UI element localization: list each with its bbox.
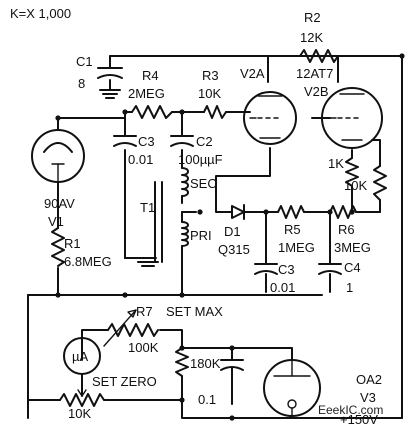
watermark: EeekIC.com bbox=[318, 403, 383, 417]
resistor-r1: R1 6.8MEG bbox=[51, 227, 112, 269]
ground-symbol-c1 bbox=[99, 89, 121, 99]
capacitor-c4: C4 1 bbox=[318, 260, 361, 295]
c3-top-value: 0.01 bbox=[128, 152, 153, 167]
r3-value: 10K bbox=[198, 86, 221, 101]
c2-value: 100µµF bbox=[178, 152, 223, 167]
r3-ref: R3 bbox=[202, 68, 219, 83]
r4-ref: R4 bbox=[142, 68, 159, 83]
supply-voltage: +150V bbox=[340, 412, 378, 427]
c2-ref: C2 bbox=[196, 134, 213, 149]
v3-type: OA2 bbox=[356, 372, 382, 387]
v1-type: 90AV bbox=[44, 196, 75, 211]
c3-bottom-ref: C3 bbox=[278, 262, 295, 277]
potentiometer-r7: R7 SET MAX 100K bbox=[103, 304, 223, 355]
r-1k-value: 1K bbox=[328, 156, 344, 171]
t1-sec-label: SEC bbox=[190, 176, 217, 191]
resistor-r5: R5 1MEG bbox=[277, 205, 315, 255]
r6-ref: R6 bbox=[338, 222, 355, 237]
t1-ref: T1 bbox=[140, 200, 155, 215]
r7-label: SET MAX bbox=[166, 304, 223, 319]
capacitor-c2: C2 100µµF bbox=[170, 134, 223, 167]
c3-bottom-value: 0.01 bbox=[270, 280, 295, 295]
r6-value: 3MEG bbox=[334, 240, 371, 255]
c3-top-ref: C3 bbox=[138, 134, 155, 149]
v2-type: 12AT7 bbox=[296, 66, 333, 81]
capacitor-0-1: 0.1 bbox=[198, 359, 244, 407]
scale-note: K=X 1,000 bbox=[10, 6, 71, 21]
d1-part: Q315 bbox=[218, 242, 250, 257]
r5-ref: R5 bbox=[284, 222, 301, 237]
resistor-1k: 1K bbox=[328, 156, 359, 187]
r-180k-value: 180K bbox=[190, 356, 221, 371]
tube-v1: 90AV V1 bbox=[31, 129, 85, 229]
r4-value: 2MEG bbox=[128, 86, 165, 101]
v3-ref: V3 bbox=[360, 390, 376, 405]
wiring bbox=[27, 55, 403, 419]
ground-symbol-t1 bbox=[124, 257, 159, 267]
c4-value: 1 bbox=[346, 280, 353, 295]
meter-symbol: µA bbox=[72, 349, 88, 364]
set-zero-label: SET ZERO bbox=[92, 374, 157, 389]
capacitor-c1: C1 8 bbox=[76, 54, 123, 91]
resistor-r3: R3 10K bbox=[198, 68, 227, 119]
t1-pri-label: PRI bbox=[190, 228, 212, 243]
v2b-ref: V2B bbox=[304, 84, 329, 99]
capacitor-c3-bottom: C3 0.01 bbox=[254, 262, 295, 295]
diode-d1: D1 Q315 bbox=[218, 204, 250, 257]
r5-value: 1MEG bbox=[278, 240, 315, 255]
r7-value: 100K bbox=[128, 340, 159, 355]
capacitor-c3-top: C3 0.01 bbox=[113, 134, 155, 167]
r1-ref: R1 bbox=[64, 236, 81, 251]
r2-ref: R2 bbox=[304, 10, 321, 25]
v1-ref: V1 bbox=[48, 214, 64, 229]
resistor-r6: R6 3MEG bbox=[329, 205, 371, 255]
potentiometer-set-zero: SET ZERO 10K bbox=[59, 374, 157, 421]
r2-value: 12K bbox=[300, 30, 323, 45]
r1-value: 6.8MEG bbox=[64, 254, 112, 269]
microammeter: µA bbox=[63, 337, 101, 375]
c4-ref: C4 bbox=[344, 260, 361, 275]
d1-ref: D1 bbox=[224, 224, 241, 239]
tube-v2: V2A 12AT7 V2B bbox=[240, 66, 383, 149]
tube-v3: OA2 V3 bbox=[263, 359, 382, 417]
resistor-180k: 180K bbox=[175, 347, 221, 377]
resistor-10k-plate: 10K bbox=[344, 165, 387, 201]
c1-value: 8 bbox=[78, 76, 85, 91]
transformer-t1: T1 SEC PRI bbox=[140, 167, 217, 263]
c-0-1-value: 0.1 bbox=[198, 392, 216, 407]
r-10k-value: 10K bbox=[344, 178, 367, 193]
r7-ref: R7 bbox=[136, 304, 153, 319]
v2a-ref: V2A bbox=[240, 66, 265, 81]
resistor-r2: R2 12K bbox=[299, 10, 339, 63]
c1-ref: C1 bbox=[76, 54, 93, 69]
set-zero-value: 10K bbox=[68, 406, 91, 421]
resistor-r4: R4 2MEG bbox=[128, 68, 173, 119]
